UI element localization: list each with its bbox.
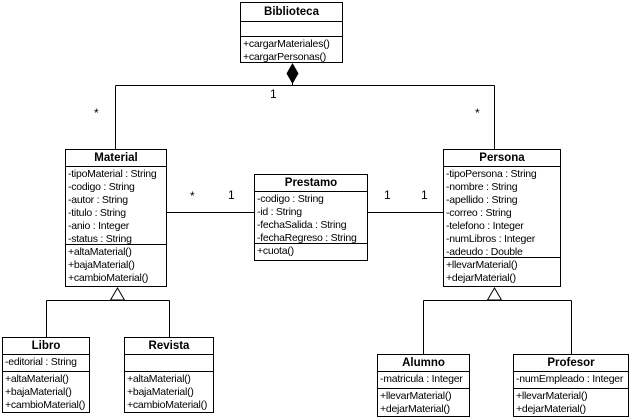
attribute: -autor : String <box>68 194 128 206</box>
class-methods: +altaMaterial()+bajaMaterial()+cambioMat… <box>125 371 213 412</box>
method: +llevarMaterial() <box>446 259 518 271</box>
class-attributes: -codigo : String-id : String-fechaSalida… <box>255 191 367 243</box>
method: +cargarPersonas() <box>243 51 326 62</box>
class-material[interactable]: Material -tipoMaterial : String-codigo :… <box>65 149 167 287</box>
class-libro[interactable]: Libro -editorial : String +altaMaterial(… <box>2 337 90 413</box>
multiplicity-prestamo-persona-one: 1 <box>384 188 391 202</box>
class-title: Libro <box>31 340 61 352</box>
generalization-triangle-persona <box>486 287 503 301</box>
method: +cambioMaterial() <box>5 399 86 411</box>
method: +altaMaterial() <box>127 373 191 385</box>
class-title: Revista <box>148 340 190 352</box>
attribute: -apellido : String <box>446 194 518 206</box>
attribute: -tipoMaterial : String <box>68 168 157 180</box>
attribute: -adeudo : Double <box>446 246 523 257</box>
method: +dejarMaterial() <box>516 403 586 415</box>
multiplicity-persona-many: * <box>475 106 480 120</box>
attribute: -fechaRegreso : String <box>257 232 357 243</box>
attribute: -codigo : String <box>257 193 324 205</box>
class-title: Alumno <box>402 357 445 369</box>
method: +llevarMaterial() <box>380 390 452 402</box>
class-methods: +llevarMaterial()+dejarMaterial() <box>444 257 560 286</box>
class-methods: +llevarMaterial()+dejarMaterial() <box>378 388 469 416</box>
method: +cargarMateriales() <box>243 38 330 50</box>
class-attributes: -tipoPersona : String-nombre : String-ap… <box>444 166 560 257</box>
class-attributes: -editorial : String <box>3 354 89 371</box>
class-title: Persona <box>479 152 525 164</box>
multiplicity-material-prestamo-one: 1 <box>228 188 235 202</box>
class-attributes <box>125 354 213 371</box>
class-profesor[interactable]: Profesor -numEmpleado : Integer +llevarM… <box>513 354 629 417</box>
method: +bajaMaterial() <box>5 386 72 398</box>
method: +altaMaterial() <box>68 246 132 258</box>
multiplicity-composition-one: 1 <box>270 87 277 101</box>
attribute: -tipoPersona : String <box>446 168 537 180</box>
method: +bajaMaterial() <box>68 259 135 271</box>
method: +altaMaterial() <box>5 373 69 385</box>
method: +dejarMaterial() <box>446 272 516 284</box>
class-title: Prestamo <box>284 177 338 189</box>
class-title: Biblioteca <box>264 6 319 18</box>
class-persona[interactable]: Persona -tipoPersona : String-nombre : S… <box>443 149 561 287</box>
attribute: -editorial : String <box>5 356 77 368</box>
class-revista[interactable]: Revista +altaMaterial()+bajaMaterial()+c… <box>124 337 214 413</box>
class-methods: +cargarMateriales()+cargarPersonas() <box>241 36 342 62</box>
attribute: -status : String <box>68 233 132 244</box>
class-attributes <box>241 21 342 36</box>
class-methods: +altaMaterial()+bajaMaterial()+cambioMat… <box>66 244 166 286</box>
class-title: Material <box>94 152 138 164</box>
attribute: -telefono : Integer <box>446 220 524 232</box>
multiplicity-material-many: * <box>94 106 99 120</box>
generalization-triangle-material <box>109 287 126 301</box>
attribute: -titulo : String <box>68 207 126 219</box>
method: +cuota() <box>257 245 294 257</box>
composition-diamond <box>286 63 299 84</box>
attribute: -matricula : Integer <box>380 373 463 385</box>
method: +bajaMaterial() <box>127 386 194 398</box>
attribute: -numEmpleado : Integer <box>516 373 624 385</box>
multiplicity-material-prestamo-many: * <box>190 189 195 203</box>
class-attributes: -tipoMaterial : String-codigo : String-a… <box>66 166 166 244</box>
class-biblioteca[interactable]: Biblioteca +cargarMateriales()+cargarPer… <box>240 2 343 63</box>
attribute: -codigo : String <box>68 181 135 193</box>
class-alumno[interactable]: Alumno -matricula : Integer +llevarMater… <box>377 354 470 417</box>
attribute: -anio : Integer <box>68 220 130 232</box>
class-title: Profesor <box>547 357 595 369</box>
class-prestamo[interactable]: Prestamo -codigo : String-id : String-fe… <box>254 174 368 261</box>
attribute: -id : String <box>257 206 302 218</box>
attribute: -fechaSalida : String <box>257 219 347 231</box>
class-methods: +altaMaterial()+bajaMaterial()+cambioMat… <box>3 371 89 412</box>
method: +cambioMaterial() <box>127 399 208 411</box>
attribute: -correo : String <box>446 207 512 219</box>
class-methods: +cuota() <box>255 243 367 260</box>
class-attributes: -matricula : Integer <box>378 371 469 388</box>
class-attributes: -numEmpleado : Integer <box>514 371 628 388</box>
attribute: -numLibros : Integer <box>446 233 535 245</box>
class-methods: +llevarMaterial()+dejarMaterial() <box>514 388 628 416</box>
method: +cambioMaterial() <box>68 272 149 284</box>
multiplicity-persona-prestamo-one: 1 <box>421 188 428 202</box>
method: +dejarMaterial() <box>380 403 450 415</box>
attribute: -nombre : String <box>446 181 518 193</box>
method: +llevarMaterial() <box>516 390 588 402</box>
